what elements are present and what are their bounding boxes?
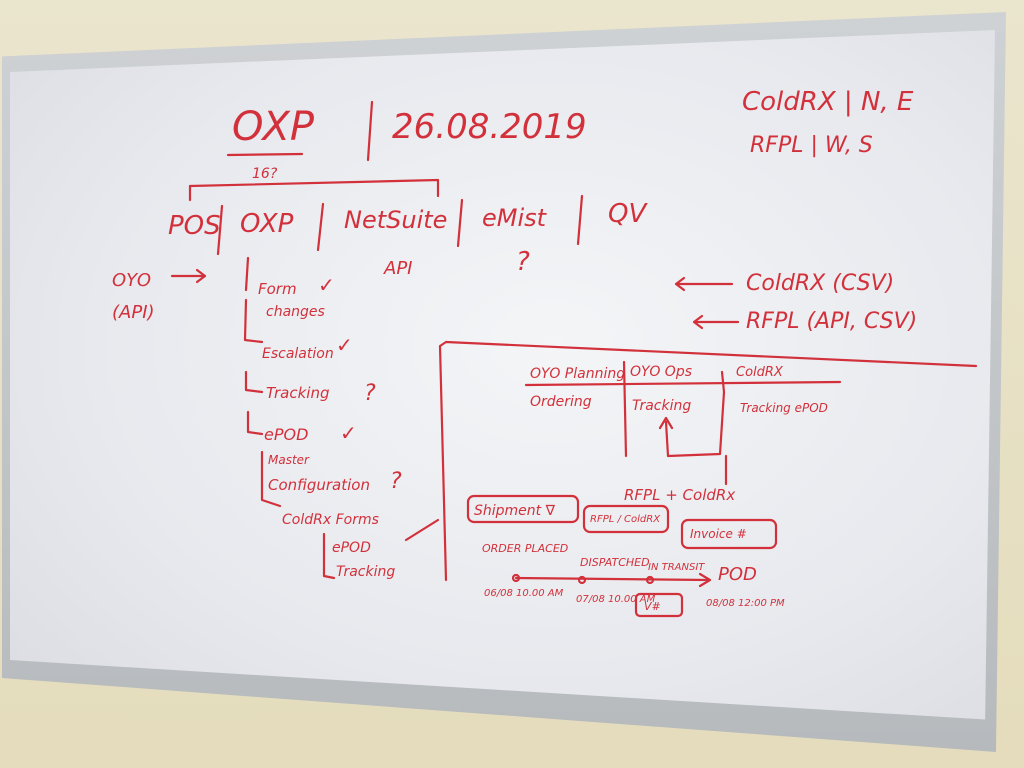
flow-diagram: OYO Planning Ordering OYO Ops Tracking C… — [466, 360, 842, 618]
board-date: 26.08.2019 — [392, 107, 587, 147]
board-title-sub: 16? — [252, 166, 278, 182]
feature-coldrx-tracking: Tracking — [336, 564, 395, 580]
step-pod: POD — [718, 564, 757, 585]
board-title: OXP — [232, 104, 315, 150]
feature-escalation-check: ✓ — [336, 333, 353, 357]
input-rfpl-api-csv: RFPL (API, CSV) — [746, 309, 917, 334]
shipment-box-label: Shipment ∇ — [474, 503, 556, 519]
invoice-box — [680, 518, 778, 550]
step-pod-date: 08/08 12:00 PM — [706, 598, 785, 609]
flow-rfpl-coldrx: RFPL + ColdRx — [624, 486, 735, 504]
whiteboard-surface — [10, 30, 995, 720]
step-order-placed: ORDER PLACED — [482, 542, 568, 555]
flow-oyo-tracking: Tracking — [632, 398, 691, 414]
rfpl-coldrx-box — [582, 504, 670, 534]
rfpl-coldrx-box-label: RFPL / ColdRX — [590, 514, 661, 525]
region-coldrx: ColdRX | N, E — [742, 87, 914, 117]
step-in-transit-vehicle: V# — [644, 600, 661, 613]
systems-row: POS OXP NetSuite eMist QV — [168, 194, 648, 256]
feature-escalation: Escalation — [262, 346, 334, 362]
flow-oyo-planning: OYO Planning — [530, 366, 625, 382]
system-emist: eMist — [482, 204, 548, 232]
flow-ordering: Ordering — [530, 394, 592, 410]
invoice-box-label: Invoice # — [690, 527, 747, 541]
system-netsuite: NetSuite — [344, 206, 447, 234]
vehicle-box — [634, 592, 684, 618]
oyo-label: OYO — [112, 270, 151, 291]
input-coldrx-csv: ColdRX (CSV) — [746, 271, 894, 296]
flow-coldrx-tracking: Tracking ePOD — [740, 401, 828, 415]
feature-tracking: Tracking — [266, 384, 330, 402]
step-dispatched: DISPATCHED — [580, 556, 650, 569]
feature-coldrx-epod: ePOD — [332, 540, 371, 556]
api-label: API — [383, 258, 412, 279]
system-oxp: OXP — [240, 209, 294, 239]
feature-master: Master — [268, 453, 310, 467]
feature-form: Form — [258, 280, 297, 298]
shipment-box — [466, 494, 580, 524]
feature-epod-check: ✓ — [340, 421, 357, 445]
region-rfpl: RFPL | W, S — [750, 133, 873, 158]
oyo-api-label: (API) — [112, 302, 155, 323]
step-order-placed-date: 06/08 10.00 AM — [484, 588, 564, 599]
system-qv: QV — [608, 199, 648, 229]
flow-coldrx: ColdRX — [736, 365, 784, 380]
feature-coldrx-forms: ColdRx Forms — [282, 512, 379, 528]
flow-oyo-ops: OYO Ops — [630, 364, 692, 380]
feature-list: Form ✓ changes Escalation ✓ Tracking ? e… — [258, 273, 402, 580]
feature-changes: changes — [266, 304, 325, 320]
step-dispatched-date: 07/08 10.00 AM — [576, 594, 656, 605]
feature-configuration-question: ? — [390, 469, 402, 494]
system-pos: POS — [168, 211, 221, 241]
netsuite-question: ? — [516, 247, 530, 277]
feature-epod: ePOD — [264, 425, 308, 444]
step-in-transit: IN TRANSIT — [648, 562, 705, 573]
feature-configuration: Configuration — [268, 476, 370, 494]
feature-tracking-question: ? — [364, 381, 376, 406]
feature-form-check: ✓ — [318, 273, 335, 297]
